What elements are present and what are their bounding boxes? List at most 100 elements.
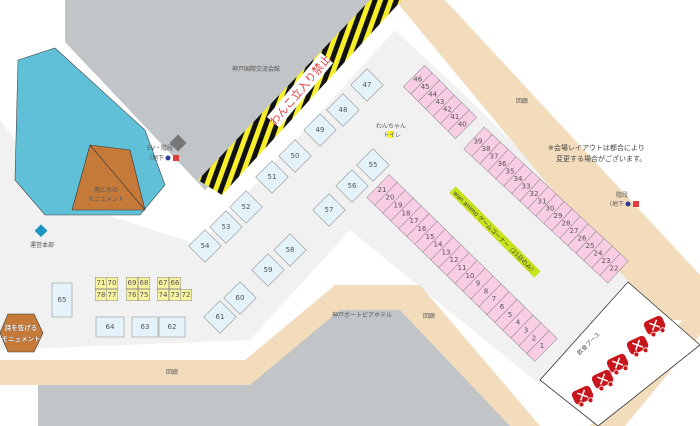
booth-number: 5 (508, 311, 512, 319)
booth-75[interactable]: 75 (138, 289, 150, 301)
booth-55[interactable]: 55 (356, 148, 390, 182)
booth-number: 11 (458, 264, 467, 272)
booth-58[interactable]: 58 (273, 233, 307, 267)
booth-shape (126, 289, 138, 301)
booth-1[interactable]: 1 (526, 330, 558, 362)
booth-shape (158, 316, 186, 338)
booth-number: 74 (159, 291, 168, 299)
convention-hall-label: 神戸国際交流会館 (232, 65, 280, 73)
booth-number: 65 (58, 296, 67, 304)
booth-68[interactable]: 68 (138, 277, 150, 289)
booth-22[interactable]: 22 (599, 253, 629, 284)
booth-51[interactable]: 51 (255, 160, 289, 194)
booth-number: 61 (216, 313, 225, 321)
booth-shape (255, 160, 289, 194)
booth-number: 52 (242, 203, 251, 211)
booth-shape (51, 282, 73, 318)
dog-toilet-marker (387, 131, 394, 138)
booth-number: 22 (610, 264, 619, 272)
booth-number: 34 (514, 175, 523, 183)
booth-71[interactable]: 71 (95, 277, 107, 289)
booth-66[interactable]: 66 (169, 277, 181, 289)
food-truck-icon (591, 369, 614, 392)
booth-number: 56 (348, 182, 357, 190)
layout-notice-1: ※会場レイアウトは都合により (548, 143, 645, 152)
booth-48[interactable]: 48 (326, 93, 360, 127)
corridor-top-right (395, 0, 700, 320)
booth-number: 45 (421, 83, 430, 91)
booth-shape (138, 289, 150, 301)
booth-70[interactable]: 70 (106, 277, 118, 289)
booth-61[interactable]: 61 (203, 300, 237, 334)
booth-78[interactable]: 78 (95, 289, 107, 301)
booth-59[interactable]: 59 (251, 253, 285, 287)
booth-74[interactable]: 74 (157, 289, 169, 301)
booth-number: 69 (128, 279, 137, 287)
booth-number: 37 (490, 153, 499, 161)
booth-number: 20 (386, 194, 395, 202)
booth-shape (223, 281, 257, 315)
booth-77[interactable]: 77 (106, 289, 118, 301)
booth-60[interactable]: 60 (223, 281, 257, 315)
booth-number: 21 (378, 186, 387, 194)
booth-50[interactable]: 50 (278, 139, 312, 173)
corridor-label-mid: 回廊 (423, 312, 435, 320)
booth-shape (209, 210, 243, 244)
booth-56[interactable]: 56 (335, 169, 369, 203)
restroom-icon (633, 201, 639, 207)
booth-number: 32 (530, 190, 539, 198)
booth-number: 44 (428, 91, 437, 99)
booth-number: 50 (291, 152, 300, 160)
booth-69[interactable]: 69 (126, 277, 138, 289)
booth-63[interactable]: 63 (131, 316, 159, 338)
booth-shape (303, 113, 337, 147)
booth-number: 27 (570, 227, 579, 235)
corridor-label-bottom: 回廊 (166, 368, 178, 376)
dog-toilet-label-1: わんちゃん (376, 123, 406, 130)
booth-number: 8 (484, 287, 488, 295)
booth-number: 6 (500, 303, 505, 311)
booth-67[interactable]: 67 (157, 277, 169, 289)
booth-shape (106, 289, 118, 301)
booth-47[interactable]: 47 (350, 68, 384, 102)
booth-number: 54 (201, 242, 210, 250)
booth-62[interactable]: 62 (158, 316, 186, 338)
booth-65[interactable]: 65 (51, 282, 73, 318)
ev-stairs-label: EV・階段 (147, 144, 173, 152)
booth-number: 58 (286, 246, 295, 254)
booth-number: 77 (108, 291, 117, 299)
booth-shape (157, 277, 169, 289)
booth-54[interactable]: 54 (188, 229, 222, 263)
booth-64[interactable]: 64 (95, 316, 125, 338)
booth-number: 63 (141, 323, 150, 331)
booth-shape (356, 148, 390, 182)
booth-number: 57 (325, 206, 334, 214)
booth-shape (335, 169, 369, 203)
booth-shape (447, 109, 477, 139)
booth-73[interactable]: 73 (169, 289, 181, 301)
booth-72[interactable]: 72 (180, 289, 192, 301)
booth-shape (278, 139, 312, 173)
booth-shape (312, 193, 346, 227)
convention-hall-building (65, 0, 380, 190)
corridor-label-top: 回廊 (516, 97, 528, 105)
booth-76[interactable]: 76 (126, 289, 138, 301)
booth-52[interactable]: 52 (229, 190, 263, 224)
booth-shape (131, 316, 159, 338)
booth-shape (157, 289, 169, 301)
booth-number: 36 (498, 160, 507, 168)
booth-number: 75 (140, 291, 149, 299)
booth-40[interactable]: 40 (447, 109, 477, 139)
parking-icon (165, 155, 171, 161)
booth-53[interactable]: 53 (209, 210, 243, 244)
booth-number: 35 (506, 168, 515, 176)
booth-49[interactable]: 49 (303, 113, 337, 147)
booth-57[interactable]: 57 (312, 193, 346, 227)
booth-number: 78 (97, 291, 106, 299)
water-monument-label-2: モニュメント (88, 196, 124, 203)
poem-monument-icon (0, 313, 44, 353)
booth-number: 64 (106, 323, 115, 331)
booth-number: 18 (402, 209, 411, 217)
booth-shape (138, 277, 150, 289)
booth-shape (350, 68, 384, 102)
